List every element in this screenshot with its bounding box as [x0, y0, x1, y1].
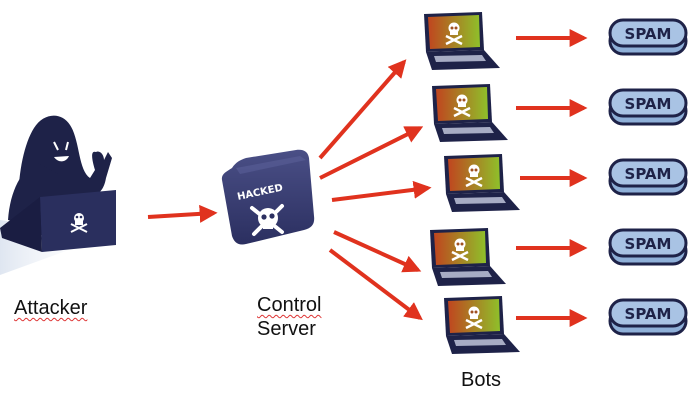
control-server-icon: HACKED — [221, 149, 315, 245]
hacker-smile — [54, 156, 69, 162]
bot-laptop-1 — [424, 12, 500, 70]
arrow-attacker-to-server — [147, 204, 218, 223]
attacker-laptop-keyboard — [0, 197, 42, 252]
bot-laptop-5 — [444, 296, 520, 354]
skull-icon — [451, 238, 469, 262]
attacker-label: Attacker — [14, 296, 87, 320]
skull-icon — [445, 22, 463, 46]
skull-icon — [465, 306, 483, 330]
bots-group — [424, 12, 520, 354]
spam-label: SPAM — [625, 95, 672, 113]
skull-icon — [70, 213, 88, 233]
arrow-server-to-bot-5 — [328, 248, 423, 321]
skull-icon — [453, 94, 471, 118]
bots-to-spam-arrows — [516, 29, 588, 327]
bot-laptop-2 — [432, 84, 508, 142]
spam-group: SPAM SPAM SPAM SPAM SPAM — [608, 18, 688, 336]
bots-label: Bots — [461, 369, 502, 391]
skull-icon — [465, 164, 483, 188]
arrow-server-to-bot-4 — [333, 230, 422, 273]
control-label-line1: Control — [257, 294, 322, 316]
server-to-bots-arrows — [318, 59, 432, 321]
spam-label: SPAM — [625, 25, 672, 43]
arrow-server-to-bot-1 — [318, 59, 407, 160]
control-label-line2: Server — [257, 318, 316, 340]
spam-message-1: SPAM — [608, 18, 688, 56]
arrow-server-to-bot-3 — [331, 180, 432, 202]
spam-label: SPAM — [625, 165, 672, 183]
spam-message-5: SPAM — [608, 298, 688, 336]
spam-message-4: SPAM — [608, 228, 688, 266]
spam-label: SPAM — [625, 235, 672, 253]
skull-crossbones-icon — [250, 204, 284, 236]
attacker-label-text: Attacker — [14, 297, 88, 319]
arrow-server-to-bot-2 — [319, 126, 424, 180]
attacker-icon — [0, 115, 116, 275]
hacker-eyes — [53, 141, 69, 151]
spam-message-3: SPAM — [608, 158, 688, 196]
spam-message-2: SPAM — [608, 88, 688, 126]
bot-laptop-4 — [430, 228, 506, 286]
control-server-label: Control Server — [257, 293, 321, 341]
spam-label: SPAM — [625, 305, 672, 323]
bot-laptop-3 — [444, 154, 520, 212]
